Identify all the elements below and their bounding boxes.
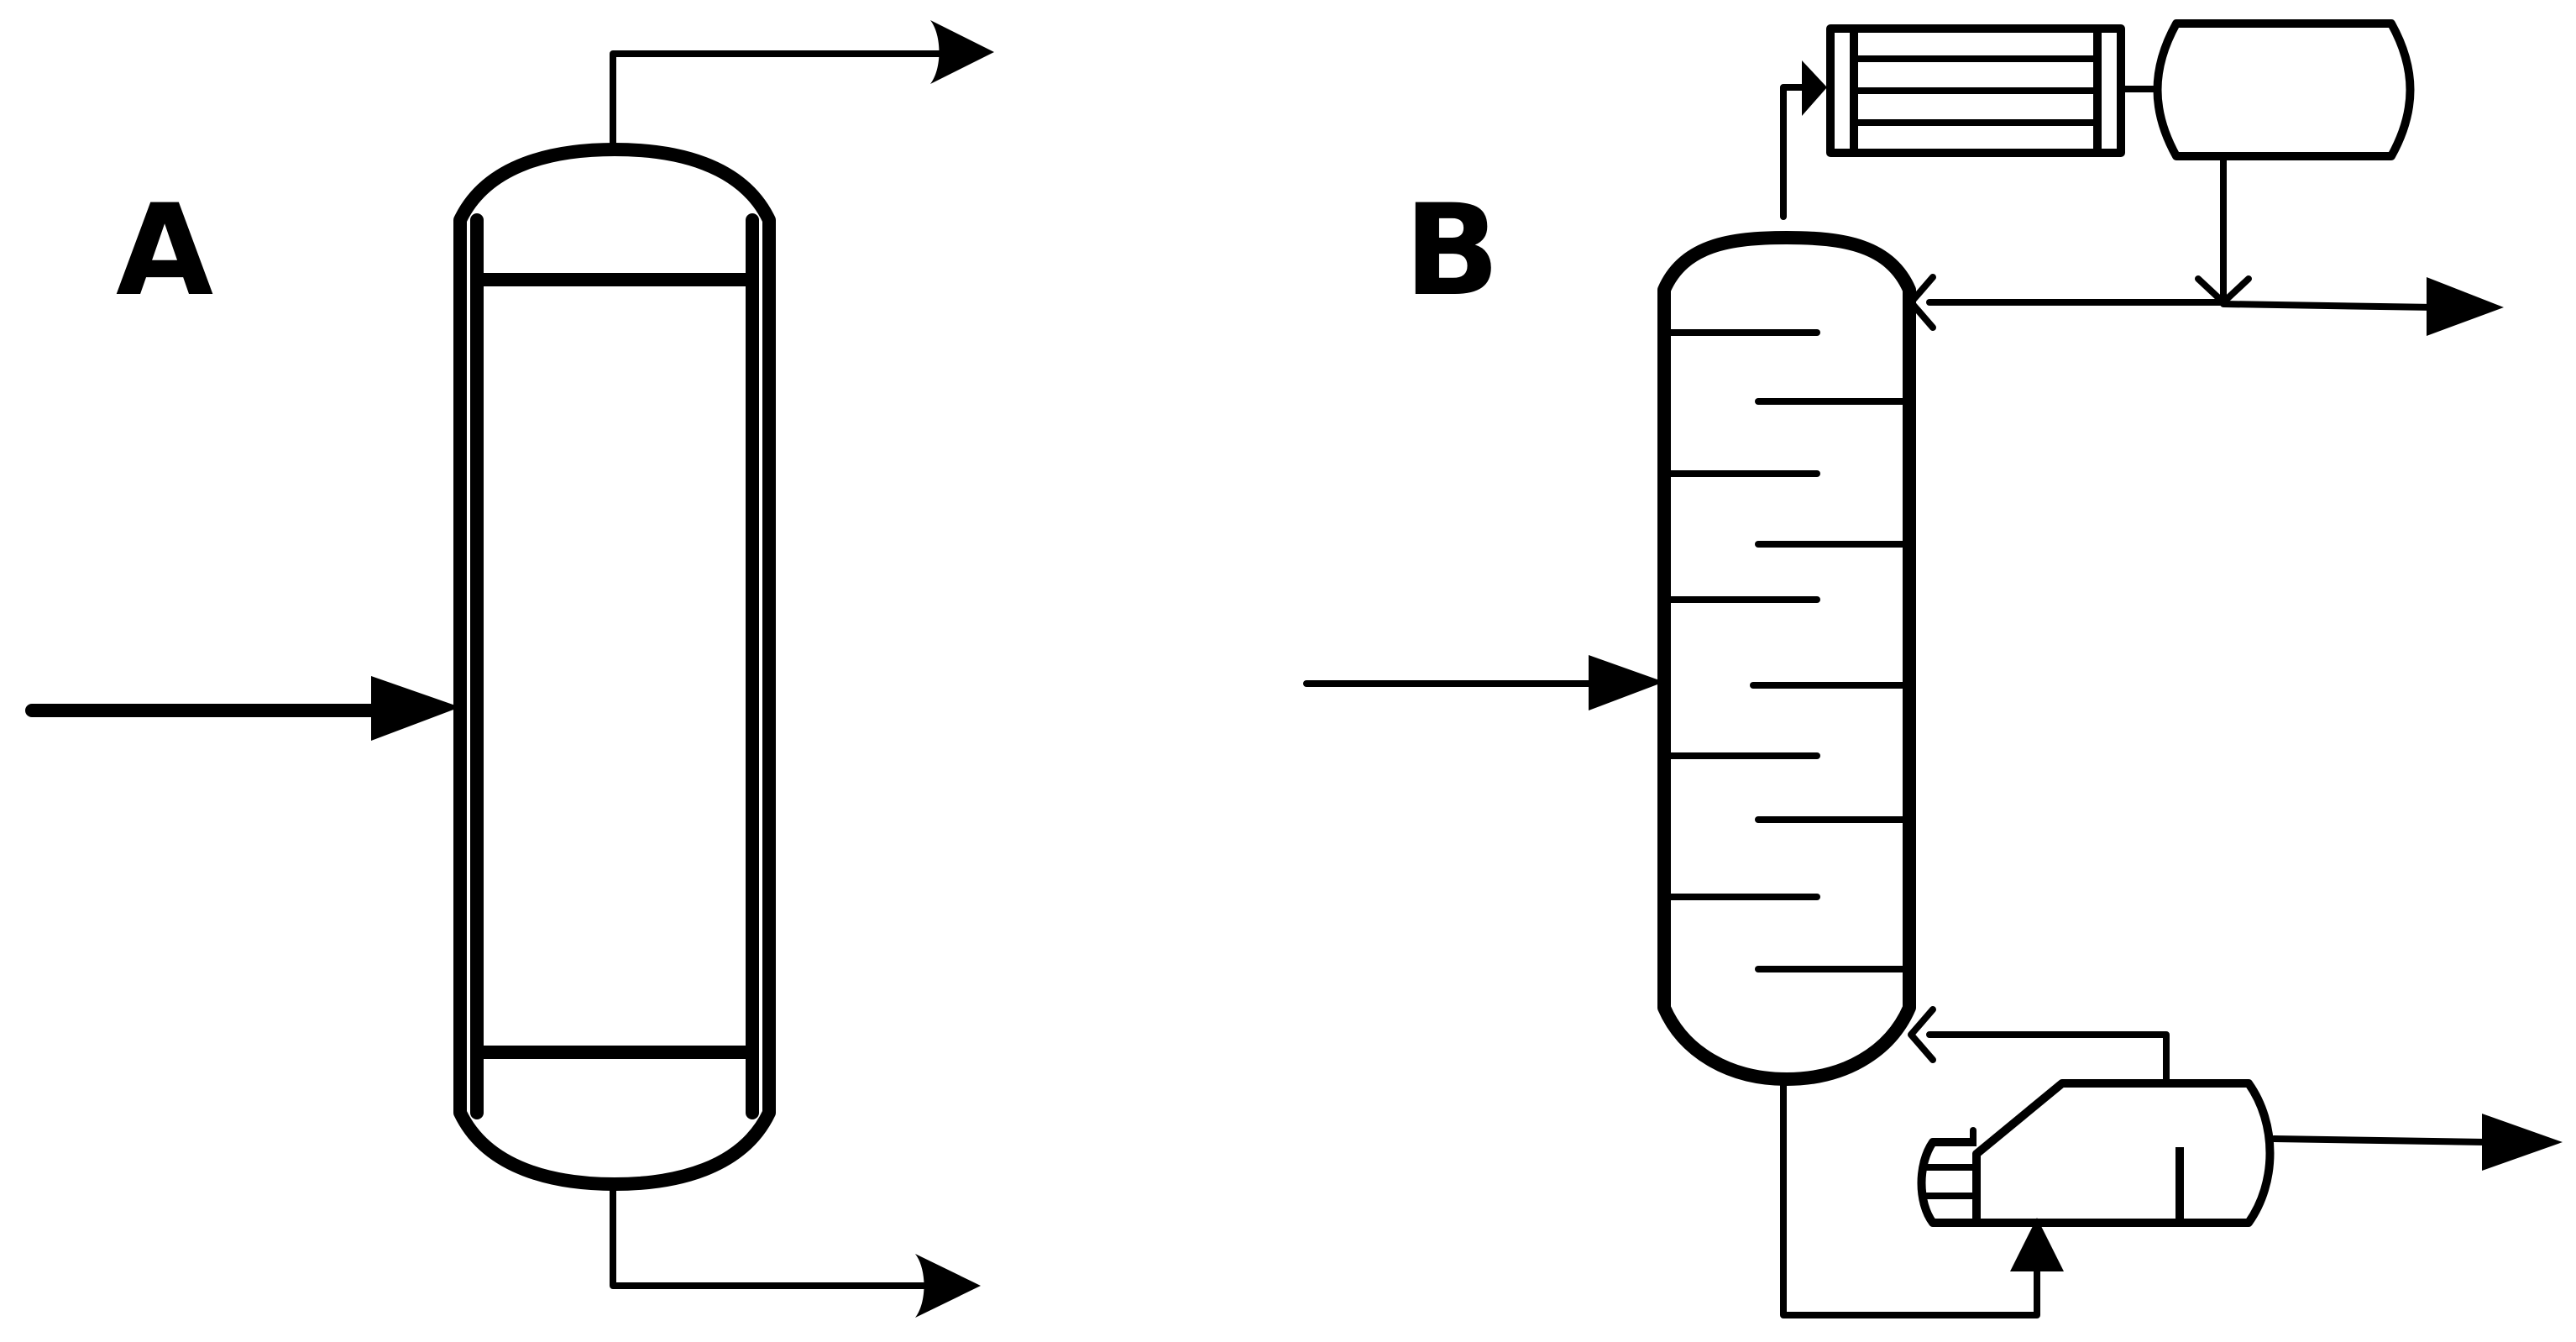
boilup-line (1926, 1031, 2170, 1087)
kettle-reboiler (1917, 1079, 2275, 1227)
bottoms-line (610, 1187, 927, 1289)
panel-a-label: A (116, 178, 213, 324)
condenser (1826, 24, 2125, 157)
distillate-arrow (2427, 277, 2504, 336)
overhead-arrow (930, 20, 994, 84)
boilup-arrow (1908, 1006, 1936, 1063)
bottoms-arrow (915, 1254, 981, 1318)
bottoms-to-reboiler-line (1780, 1080, 2040, 1318)
vapor-line (1780, 84, 1822, 220)
vapor-arrow (1802, 60, 1827, 116)
bottoms-product-arrow (2482, 1114, 2563, 1171)
column-trays (1666, 329, 1908, 972)
tray-column-shell (1657, 231, 1916, 1086)
feed-arrow-b (1589, 655, 1664, 710)
reflux-arrow (1908, 274, 1936, 331)
panel-a: A (25, 20, 994, 1318)
reboiler-shell (1972, 1079, 2275, 1227)
packed-column-shell (453, 143, 776, 1191)
reflux-drum (2153, 19, 2415, 160)
feed-arrow (371, 676, 460, 741)
overhead-line (610, 50, 944, 148)
distillate-line (2220, 301, 2438, 311)
reboiler-head (1917, 1138, 1977, 1227)
bottoms-product-line (2270, 1135, 2489, 1145)
reboiler-feed-arrow (2010, 1218, 2064, 1271)
panel-b: B (1303, 19, 2563, 1318)
panel-b-label: B (1404, 178, 1500, 324)
